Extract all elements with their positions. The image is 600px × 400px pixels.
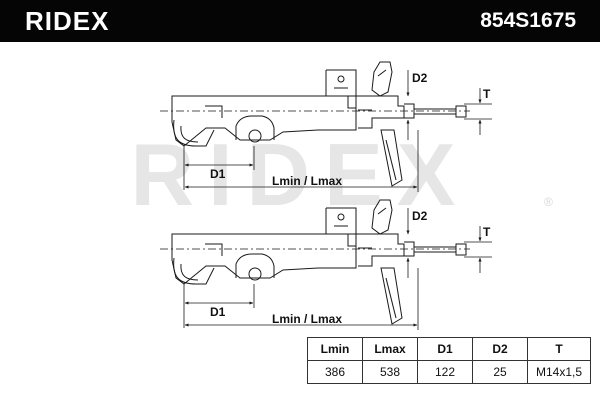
label-length-top: Lmin / Lmax [272,174,342,188]
dimensions-top [183,70,492,192]
label-d1-top: D1 [210,167,226,181]
value-d1: 122 [417,360,473,384]
header-bar: RIDEX 854S1675 [0,0,600,42]
header-d2: D2 [472,337,528,361]
value-lmin: 386 [307,360,363,384]
header-t: T [527,337,591,361]
label-d2-top: D2 [412,71,428,85]
label-length-bottom: Lmin / Lmax [272,312,342,326]
dimensions-bottom [183,208,492,330]
strut-drawing-top [160,61,470,187]
spec-table-header-row: Lmin Lmax D1 D2 T [307,337,591,361]
watermark-registered-mark: ® [544,195,553,209]
label-d2-bottom: D2 [412,209,428,223]
header-d1: D1 [417,337,473,361]
label-t-top: T [483,87,491,101]
spec-table: Lmin Lmax D1 D2 T 386 538 122 25 M14x1,5 [307,337,591,384]
strut-drawing-bottom [160,199,470,325]
brand-logo: RIDEX [25,6,110,36]
label-t-bottom: T [483,225,491,239]
header-lmin: Lmin [307,337,363,361]
part-number: 854S1675 [480,9,576,32]
spec-table-value-row: 386 538 122 25 M14x1,5 [307,360,591,384]
value-lmax: 538 [362,360,418,384]
header-lmax: Lmax [362,337,418,361]
value-t: M14x1,5 [527,360,591,384]
value-d2: 25 [472,360,528,384]
label-d1-bottom: D1 [210,305,226,319]
